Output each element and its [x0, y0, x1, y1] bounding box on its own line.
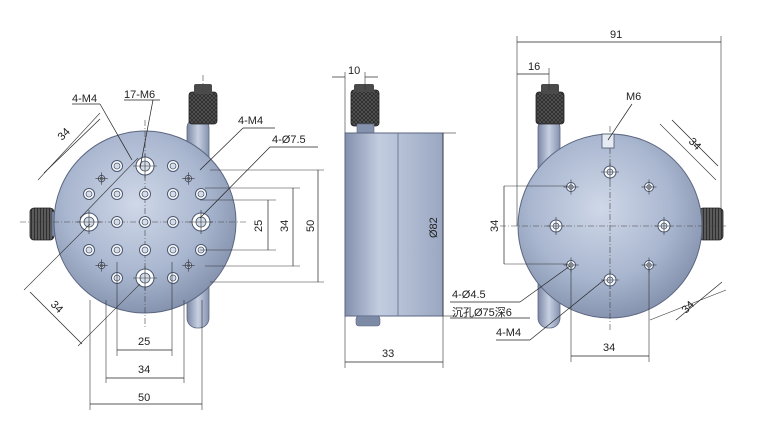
label-4-bore: 4-Ø7.5	[272, 134, 306, 146]
front-m6-hole	[83, 244, 95, 256]
front-m6-hole	[167, 272, 179, 284]
label-rear-m6: M6	[626, 91, 641, 103]
front-m6-hole	[139, 244, 151, 256]
front-hole-grid	[77, 154, 213, 290]
front-m4-hole	[95, 259, 108, 272]
dim-front-v-50: 50	[305, 220, 317, 232]
front-m6-hole	[167, 160, 179, 172]
rear-hole-pattern	[547, 163, 673, 289]
dim-rear-offset: 16	[528, 61, 540, 73]
dim-side-diameter: Ø82	[428, 217, 440, 238]
label-17-m6: 17-M6	[124, 89, 155, 101]
dim-rear-diag-upper: 34	[686, 136, 703, 153]
front-m6-hole	[111, 216, 123, 228]
dim-rear-vertical: 34	[489, 220, 501, 232]
dim-front-v-34: 34	[279, 220, 291, 232]
dim-rear-diag-lower: 34	[680, 299, 697, 316]
side-body	[344, 132, 444, 317]
front-bore-hole	[133, 154, 157, 178]
label-rear-m4: 4-M4	[496, 327, 521, 339]
front-m4-hole	[95, 172, 108, 185]
rear-view: M6 4-Ø4.5 沉孔Ø75深6 4-M4 91 16 34 34 34	[450, 29, 728, 362]
label-4-m4-top-right: 4-M4	[238, 115, 263, 127]
front-bore-hole	[133, 266, 157, 290]
dim-rear-overall: 91	[610, 29, 622, 41]
front-view: 4-M4 17-M6 4-M4 4-Ø7.5 34 34 25 34 50	[20, 75, 324, 410]
rear-through-hole	[641, 179, 657, 195]
front-m4-hole	[182, 172, 195, 185]
dim-front-h-50: 50	[138, 392, 150, 404]
front-m6-hole	[167, 244, 179, 256]
front-m6-hole	[167, 188, 179, 200]
dim-side-knob-width: 10	[348, 65, 360, 77]
rear-side-knob	[698, 207, 724, 241]
front-m6-hole	[111, 188, 123, 200]
front-m6-hole	[167, 216, 179, 228]
rear-micrometer-knob	[535, 91, 565, 125]
side-knob	[350, 89, 380, 127]
side-view: 10 Ø82 33	[332, 65, 456, 368]
dim-front-diag-lower: 34	[48, 299, 65, 316]
label-rear-counterbore: 沉孔Ø75深6	[452, 306, 512, 319]
front-m6-hole	[111, 244, 123, 256]
rear-m4-hole	[601, 271, 619, 289]
front-micrometer-knob	[188, 91, 218, 125]
front-m6-hole	[111, 160, 123, 172]
front-bore-hole	[77, 210, 101, 234]
dim-front-diag-upper: 34	[56, 126, 73, 143]
rear-m4-hole	[547, 217, 565, 235]
dim-rear-horizontal: 34	[603, 342, 615, 354]
dim-front-h-25: 25	[138, 336, 150, 348]
front-bore-hole	[189, 210, 213, 234]
front-m6-hole	[139, 216, 151, 228]
rear-m6-slot	[601, 133, 615, 149]
front-m4-hole	[182, 259, 195, 272]
rear-m4-hole	[601, 163, 619, 181]
rear-m4-hole	[655, 217, 673, 235]
front-side-knob	[29, 207, 55, 241]
dim-front-v-25: 25	[253, 220, 265, 232]
dim-front-h-34: 34	[138, 364, 150, 376]
rear-through-hole	[641, 257, 657, 273]
rear-through-hole	[563, 179, 579, 195]
label-rear-holes: 4-Ø4.5	[452, 289, 486, 301]
dim-side-depth: 33	[382, 348, 394, 360]
front-m6-hole	[139, 188, 151, 200]
label-4-m4-top-left: 4-M4	[72, 93, 97, 105]
front-m6-hole	[195, 188, 207, 200]
front-m6-hole	[83, 188, 95, 200]
